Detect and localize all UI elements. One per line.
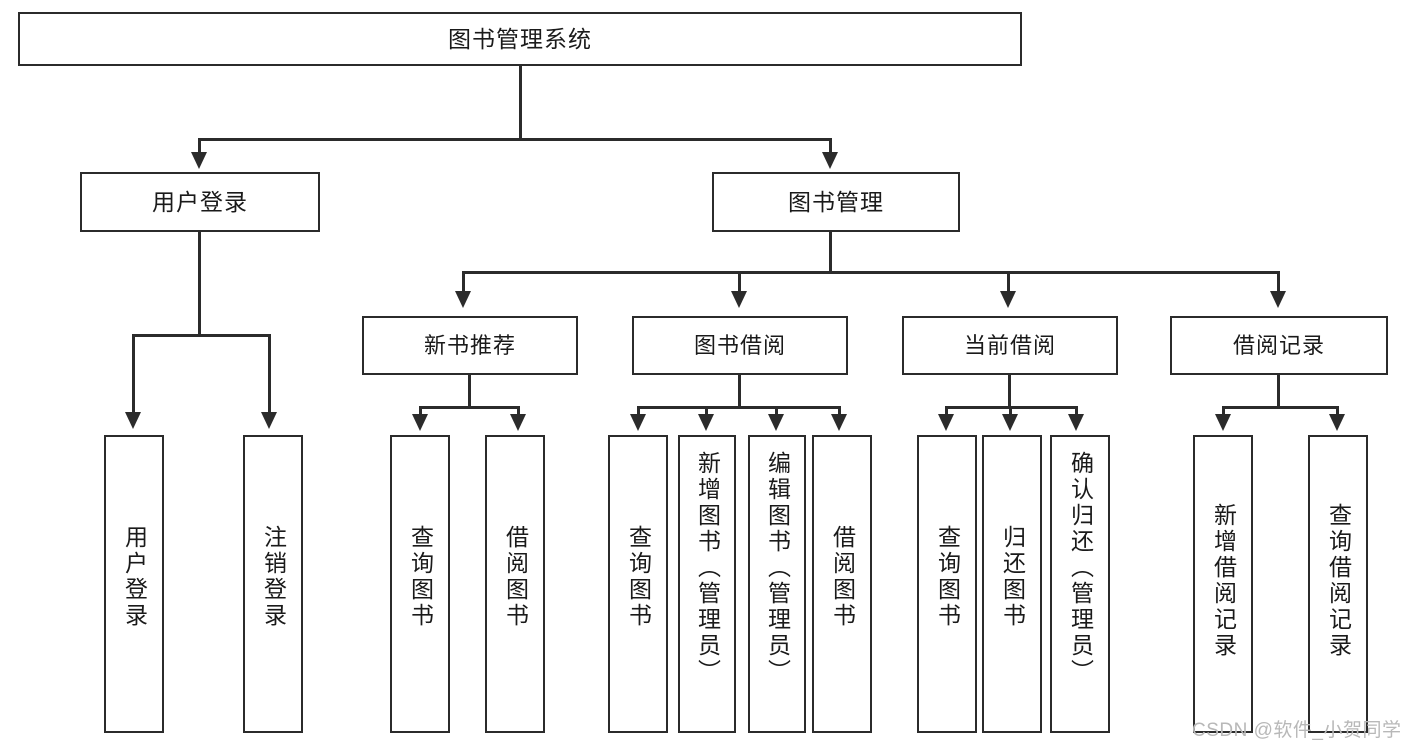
arrow-to-book-borrow [731, 291, 747, 308]
connector-book-borrow-drop-1 [637, 406, 640, 416]
node-label: 借阅图书 [829, 525, 856, 629]
connector-new-book-bus [419, 406, 520, 409]
arrow-to-leaf-query-book-2 [630, 414, 646, 431]
connector-user-login-stem [198, 232, 201, 336]
connector-user-login-bus [132, 334, 270, 337]
arrow-to-leaf-confirm-return [1068, 414, 1084, 431]
connector-borrow-record-drop-1 [1222, 406, 1225, 416]
node-leaf-confirm-return[interactable]: 确认归还（管理员） [1050, 435, 1110, 733]
node-label: 图书借阅 [693, 332, 786, 358]
node-label: 确认归还（管理员） [1067, 451, 1094, 685]
node-label: 用户登录 [121, 525, 148, 629]
connector-book-borrow-bus [637, 406, 840, 409]
connector-level1-bus [198, 138, 832, 141]
watermark-text: CSDN @软件_小贺同学 [1192, 720, 1402, 741]
arrow-to-leaf-return-book [1002, 414, 1018, 431]
connector-current-borrow-drop-2 [1009, 406, 1012, 416]
connector-book-borrow-drop-3 [775, 406, 778, 416]
node-leaf-logout[interactable]: 注销登录 [243, 435, 303, 733]
arrow-to-leaf-borrow-book-2 [831, 414, 847, 431]
connector-user-login-left-drop [132, 334, 135, 414]
node-label: 编辑图书（管理员） [764, 451, 791, 685]
connector-level1-right-drop [829, 138, 832, 156]
node-borrow-record[interactable]: 借阅记录 [1170, 316, 1388, 375]
node-label: 新增借阅记录 [1210, 503, 1237, 659]
node-leaf-edit-book[interactable]: 编辑图书（管理员） [748, 435, 806, 733]
connector-borrow-record-stem [1277, 375, 1280, 409]
node-leaf-query-record[interactable]: 查询借阅记录 [1308, 435, 1368, 733]
node-leaf-add-book[interactable]: 新增图书（管理员） [678, 435, 736, 733]
node-leaf-add-record[interactable]: 新增借阅记录 [1193, 435, 1253, 733]
connector-book-manage-stem [829, 232, 832, 274]
node-label: 查询图书 [625, 525, 652, 629]
arrow-to-user-login [191, 152, 207, 169]
node-book-manage[interactable]: 图书管理 [712, 172, 960, 232]
connector-book-borrow-drop-2 [705, 406, 708, 416]
arrow-to-leaf-edit-book [768, 414, 784, 431]
arrow-to-book-manage [822, 152, 838, 169]
node-leaf-user-login[interactable]: 用户登录 [104, 435, 164, 733]
arrow-to-leaf-query-book-1 [412, 414, 428, 431]
connector-user-login-right-drop [268, 334, 271, 414]
connector-current-borrow-drop-3 [1075, 406, 1078, 416]
connector-root-stem [519, 66, 522, 140]
node-user-login[interactable]: 用户登录 [80, 172, 320, 232]
connector-current-borrow-stem [1008, 375, 1011, 409]
connector-borrow-record-bus [1222, 406, 1339, 409]
arrow-to-leaf-add-record [1215, 414, 1231, 431]
connector-new-book-stem [468, 375, 471, 409]
arrow-to-leaf-user-login [125, 412, 141, 429]
node-leaf-borrow-book-borrow[interactable]: 借阅图书 [812, 435, 872, 733]
node-leaf-return-book[interactable]: 归还图书 [982, 435, 1042, 733]
node-label: 用户登录 [152, 188, 248, 215]
node-label: 查询借阅记录 [1325, 503, 1352, 659]
node-leaf-query-book-borrow[interactable]: 查询图书 [608, 435, 668, 733]
node-leaf-query-book-recommend[interactable]: 查询图书 [390, 435, 450, 733]
arrow-to-leaf-query-book-3 [938, 414, 954, 431]
connector-level2-drop-2 [738, 271, 741, 293]
node-label: 借阅图书 [502, 525, 529, 629]
node-book-borrow[interactable]: 图书借阅 [632, 316, 848, 375]
node-label: 查询图书 [934, 525, 961, 629]
node-label: 注销登录 [260, 525, 287, 629]
connector-level2-bus [462, 271, 1280, 274]
node-new-book-recommend[interactable]: 新书推荐 [362, 316, 578, 375]
node-leaf-borrow-book-recommend[interactable]: 借阅图书 [485, 435, 545, 733]
arrow-to-leaf-borrow-book-1 [510, 414, 526, 431]
node-system-root[interactable]: 图书管理系统 [18, 12, 1022, 66]
connector-level2-drop-3 [1007, 271, 1010, 293]
connector-new-book-drop-1 [419, 406, 422, 416]
node-label: 当前借阅 [963, 332, 1056, 358]
node-label: 查询图书 [407, 525, 434, 629]
node-label: 归还图书 [999, 525, 1026, 629]
connector-level2-drop-1 [462, 271, 465, 293]
connector-book-borrow-stem [738, 375, 741, 409]
node-label: 新书推荐 [423, 332, 516, 358]
arrow-to-leaf-add-book [698, 414, 714, 431]
connector-borrow-record-drop-2 [1336, 406, 1339, 416]
connector-current-borrow-drop-1 [945, 406, 948, 416]
connector-level1-left-drop [198, 138, 201, 156]
node-label: 图书管理 [788, 188, 884, 215]
node-current-borrow[interactable]: 当前借阅 [902, 316, 1118, 375]
node-label: 图书管理系统 [448, 25, 592, 52]
connector-level2-drop-4 [1277, 271, 1280, 293]
arrow-to-leaf-query-record [1329, 414, 1345, 431]
arrow-to-new-book-recommend [455, 291, 471, 308]
node-label: 借阅记录 [1232, 332, 1325, 358]
arrow-to-borrow-record [1270, 291, 1286, 308]
node-label: 新增图书（管理员） [694, 451, 721, 685]
node-leaf-query-book-current[interactable]: 查询图书 [917, 435, 977, 733]
arrow-to-current-borrow [1000, 291, 1016, 308]
connector-book-borrow-drop-4 [838, 406, 841, 416]
arrow-to-leaf-logout [261, 412, 277, 429]
connector-new-book-drop-2 [517, 406, 520, 416]
